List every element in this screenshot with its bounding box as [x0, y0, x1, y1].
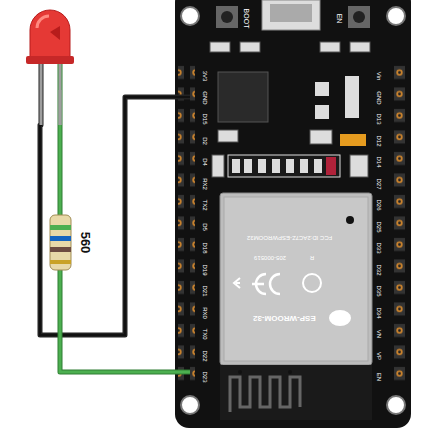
pin-label: D22 [202, 350, 208, 361]
pin-label: D13 [376, 113, 382, 124]
pin-label: D21 [202, 285, 208, 296]
pin-label: D2 [202, 137, 208, 145]
resistor-value: 560 [79, 231, 92, 253]
pin-label: D15 [202, 113, 208, 124]
pin-label: D18 [202, 242, 208, 253]
pin-label: D12 [376, 135, 382, 146]
board [175, 0, 411, 428]
pin-label: D35 [376, 285, 382, 296]
pin-label: D33 [376, 242, 382, 253]
pin-label: EN [376, 373, 382, 381]
pin-label: RX2 [202, 178, 208, 190]
pin-label: 3V3 [202, 71, 208, 82]
pin-label: D4 [202, 158, 208, 166]
pin-label: VP [376, 351, 382, 359]
pin-label: D26 [376, 199, 382, 210]
button-label: EN [336, 13, 343, 23]
pin-label: D27 [376, 178, 382, 189]
pin-label: TX0 [202, 328, 208, 339]
module-marking: R [310, 255, 314, 261]
pin-label: D23 [202, 371, 208, 382]
module-marking: FCC ID:2AC7Z-ESPWROOM32 [247, 235, 332, 241]
pin-label: Vin [376, 72, 382, 81]
pin-label: VN [376, 330, 382, 338]
pin-label: D14 [376, 156, 382, 167]
pin-label: RX0 [202, 307, 208, 319]
pin-label: TX2 [202, 199, 208, 210]
pin-label: D19 [202, 264, 208, 275]
pin-label: D32 [376, 264, 382, 275]
button-label: BOOT [244, 8, 251, 28]
module-marking: 205-000519 [254, 255, 286, 261]
pin-label: GND [202, 91, 208, 104]
pin-label: GND [376, 91, 382, 104]
pin-label: D34 [376, 307, 382, 318]
pin-label: D5 [202, 223, 208, 231]
module-marking: ESP-WROOM-32 [253, 314, 316, 322]
pin-label: D25 [376, 221, 382, 232]
